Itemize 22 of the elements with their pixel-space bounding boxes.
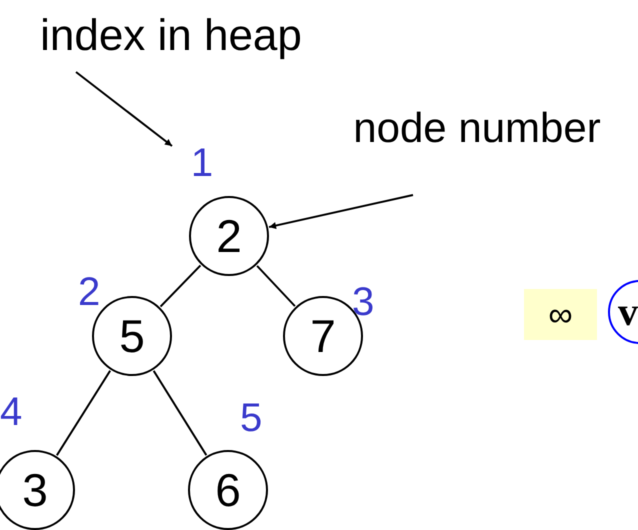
tree-edge xyxy=(256,265,296,307)
tree-node-circle xyxy=(0,450,75,530)
node-value: 5 xyxy=(119,313,145,359)
node-value: 2 xyxy=(216,213,242,259)
index-number: 5 xyxy=(240,398,262,438)
distance-box xyxy=(524,289,597,340)
arrow xyxy=(268,194,414,229)
index-number: 2 xyxy=(78,272,100,312)
index-number: 4 xyxy=(0,392,22,432)
node-value: 3 xyxy=(22,467,48,513)
node-value: 6 xyxy=(215,467,241,513)
annotation-label: index in heap xyxy=(40,14,302,58)
index-number: 1 xyxy=(190,143,214,183)
arrow xyxy=(75,71,173,147)
tree-edge xyxy=(56,370,111,456)
annotation-label: node number xyxy=(353,107,601,149)
node-value: v xyxy=(618,292,638,332)
infinity-symbol: ∞ xyxy=(548,298,573,332)
node-value: 7 xyxy=(310,313,336,359)
tree-edge xyxy=(152,370,208,456)
tree-edge xyxy=(160,264,202,308)
index-number: 3 xyxy=(352,282,374,322)
